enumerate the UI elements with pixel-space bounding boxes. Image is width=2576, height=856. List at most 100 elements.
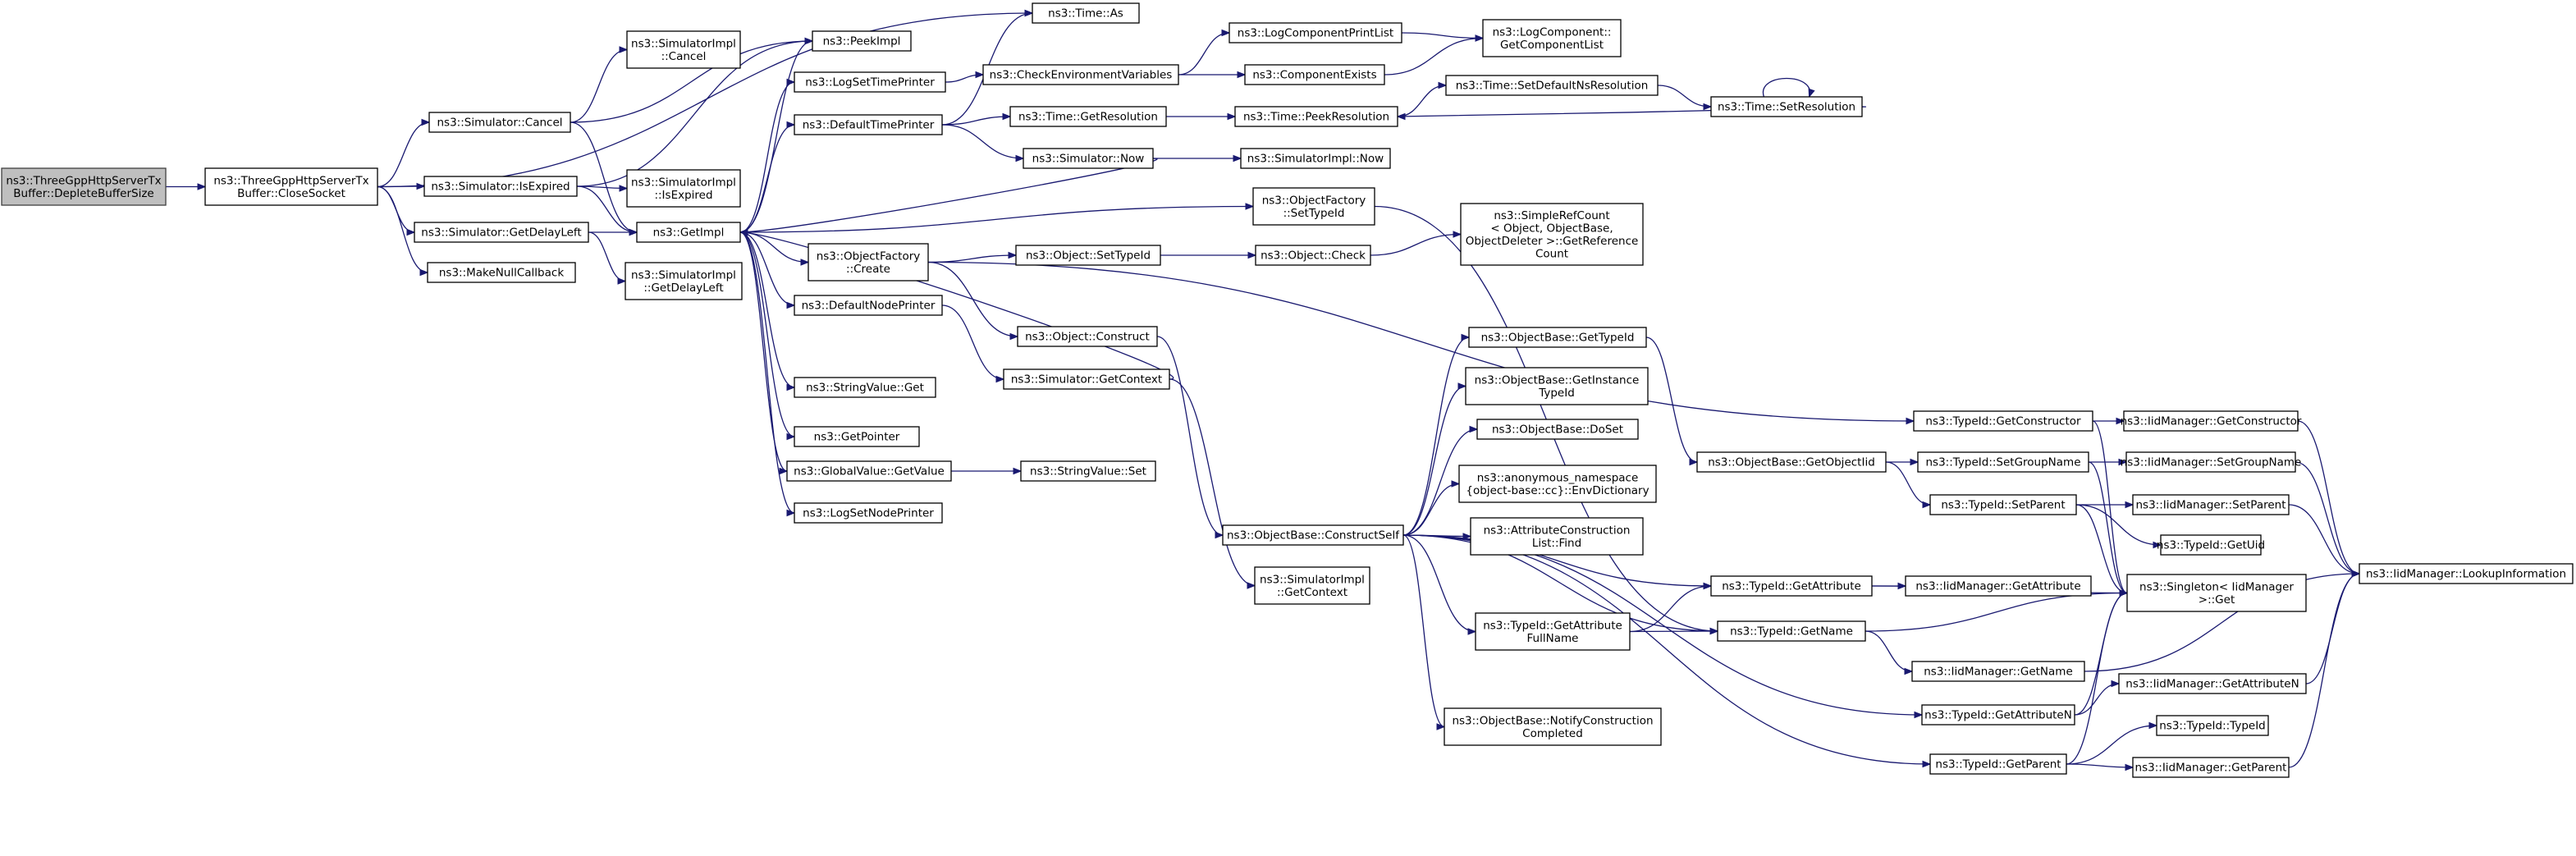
function-node[interactable]: ns3::TypeId::GetUid: [2157, 534, 2265, 556]
node-label: ns3::Simulator::Cancel: [437, 117, 562, 130]
function-node[interactable]: ns3::GlobalValue::GetValue: [786, 460, 952, 482]
function-node[interactable]: ns3::ObjectBase::DoSet: [1476, 419, 1639, 440]
function-node[interactable]: ns3::GetImpl: [636, 222, 741, 243]
function-node[interactable]: ns3::ObjectBase::ConstructSelf: [1222, 524, 1404, 546]
function-node[interactable]: ns3::ObjectBase::GetTypeId: [1468, 327, 1647, 348]
function-node[interactable]: ns3::TypeId::SetGroupName: [1917, 451, 2089, 473]
function-node[interactable]: ns3::Time::As: [1032, 2, 1140, 24]
function-node[interactable]: ns3::TypeId::GetConstructor: [1913, 410, 2093, 432]
function-node[interactable]: ns3::SimulatorImpl::GetDelayLeft: [625, 262, 743, 300]
function-node[interactable]: ns3::Object::SetTypeId: [1015, 245, 1161, 266]
function-node[interactable]: ns3::PeekImpl: [812, 30, 912, 52]
function-node[interactable]: ns3::LogComponentPrintList: [1229, 22, 1402, 43]
call-edge: [739, 231, 796, 309]
function-node[interactable]: ns3::ObjectFactory::SetTypeId: [1252, 187, 1375, 226]
function-node[interactable]: ns3::Singleton< IidManager>::Get: [2126, 574, 2307, 612]
function-node[interactable]: ns3::ThreeGppHttpServerTxBuffer::CloseSo…: [204, 167, 378, 206]
function-node[interactable]: ns3::IidManager::LookupInformation: [2359, 563, 2574, 584]
function-node[interactable]: ns3::IidManager::GetAttribute: [1905, 575, 2092, 597]
node-label: ns3::TypeId::GetAttributeN: [1924, 709, 2072, 722]
function-node[interactable]: ns3::ObjectFactory::Create: [808, 243, 929, 282]
function-node[interactable]: ns3::SimulatorImpl::GetContext: [1254, 566, 1370, 605]
function-node[interactable]: ns3::TypeId::SetParent: [1929, 494, 2077, 515]
function-node[interactable]: ns3::SimulatorImpl::Cancel: [626, 30, 741, 69]
node-label: ns3::GlobalValue::GetValue: [794, 465, 945, 478]
node-label: ns3::LogComponent::: [1493, 25, 1612, 39]
function-node[interactable]: ns3::TypeId::GetName: [1717, 620, 1866, 642]
function-node[interactable]: ns3::Time::SetResolution: [1710, 96, 1863, 117]
edge-arrowhead: [2125, 501, 2134, 509]
call-edge: [1401, 32, 1485, 42]
edge-arrowhead: [2125, 763, 2134, 771]
node-label: ::GetContext: [1277, 586, 1347, 599]
function-node[interactable]: ns3::Simulator::Now: [1023, 148, 1154, 169]
function-node[interactable]: ns3::IidManager::SetParent: [2132, 494, 2290, 515]
function-node[interactable]: ns3::SimulatorImpl::IsExpired: [626, 169, 741, 208]
node-box: [626, 169, 741, 208]
function-node[interactable]: ns3::ObjectBase::NotifyConstructionCompl…: [1444, 707, 1662, 746]
function-node[interactable]: ns3::SimpleRefCount< Object, ObjectBase,…: [1460, 203, 1644, 266]
node-box: [2132, 757, 2290, 778]
node-label: ns3::LogComponentPrintList: [1238, 27, 1393, 40]
call-edge: [2066, 589, 2129, 765]
function-node[interactable]: ns3::StringValue::Get: [794, 377, 936, 398]
call-edge: [2088, 458, 2128, 466]
node-label: ns3::ObjectBase::GetObjectIid: [1708, 456, 1875, 469]
node-label: ns3::ObjectBase::ConstructSelf: [1227, 529, 1400, 542]
function-node[interactable]: ns3::IidManager::GetAttributeN: [2118, 673, 2307, 694]
function-node[interactable]: ns3::CheckEnvironmentVariables: [982, 64, 1179, 85]
function-node[interactable]: ns3::SimulatorImpl::Now: [1240, 148, 1391, 169]
function-node[interactable]: ns3::LogSetTimePrinter: [794, 71, 946, 93]
edge-arrowhead: [2116, 417, 2125, 425]
node-label: ns3::Time::As: [1048, 7, 1123, 21]
node-box: [1009, 106, 1167, 127]
node-box: [1003, 368, 1170, 390]
edge-line: [2075, 504, 2162, 546]
edge-line: [2288, 504, 2360, 574]
function-node[interactable]: ns3::Time::PeekResolution: [1234, 106, 1398, 127]
function-node[interactable]: ns3::StringValue::Set: [1020, 460, 1156, 482]
function-node[interactable]: ns3::Simulator::GetContext: [1003, 368, 1170, 390]
function-node[interactable]: ns3::ObjectBase::GetObjectIid: [1696, 451, 1887, 473]
node-label: ns3::ObjectBase::DoSet: [1492, 423, 1623, 437]
function-node[interactable]: ns3::Simulator::IsExpired: [423, 176, 578, 197]
node-label: FullName: [1527, 632, 1579, 645]
function-node[interactable]: ns3::MakeNullCallback: [427, 262, 576, 283]
function-node[interactable]: ns3::GetPointer: [794, 426, 920, 447]
node-box: [1, 167, 167, 206]
edge-line: [739, 205, 1254, 233]
function-node[interactable]: ns3::DefaultTimePrinter: [794, 114, 943, 135]
function-node[interactable]: ns3::DefaultNodePrinter: [794, 295, 943, 316]
function-node[interactable]: ns3::TypeId::GetAttribute: [1710, 575, 1873, 597]
function-node[interactable]: ns3::Object::Construct: [1017, 326, 1158, 347]
function-node[interactable]: ns3::anonymous_namespace{object-base::cc…: [1458, 465, 1657, 503]
function-node[interactable]: ns3::IidManager::GetName: [1911, 661, 2085, 682]
function-node[interactable]: ns3::LogComponent::GetComponentList: [1482, 19, 1622, 57]
function-node[interactable]: ns3::IidManager::GetParent: [2132, 757, 2290, 778]
function-node[interactable]: ns3::TypeId::TypeId: [2156, 715, 2269, 736]
root-function-node[interactable]: ns3::ThreeGppHttpServerTxBuffer::Deplete…: [1, 167, 167, 206]
edge-line: [1402, 385, 1466, 536]
function-node[interactable]: ns3::Simulator::GetDelayLeft: [414, 222, 589, 243]
call-edge: [2066, 721, 2158, 765]
function-node[interactable]: ns3::ComponentExists: [1244, 64, 1385, 85]
function-node[interactable]: ns3::IidManager::GetConstructor: [2121, 410, 2302, 432]
call-edge: [1370, 231, 1462, 256]
node-label: ns3::ObjectBase::GetTypeId: [1481, 332, 1635, 345]
function-node[interactable]: ns3::Object::Check: [1255, 245, 1371, 266]
function-node[interactable]: ns3::Time::GetResolution: [1009, 106, 1167, 127]
function-node[interactable]: ns3::TypeId::GetParent: [1929, 753, 2067, 775]
function-node[interactable]: ns3::Time::SetDefaultNsResolution: [1445, 75, 1659, 96]
edge-arrowhead: [1808, 88, 1815, 98]
edge-line: [1762, 77, 1811, 98]
function-node[interactable]: ns3::Simulator::Cancel: [428, 112, 571, 133]
function-node[interactable]: ns3::IidManager::SetGroupName: [2121, 451, 2302, 473]
function-node[interactable]: ns3::LogSetNodePrinter: [794, 502, 943, 524]
edge-arrowhead: [1215, 531, 1224, 539]
node-box: [1911, 661, 2085, 682]
function-node[interactable]: ns3::TypeId::GetAttributeN: [1921, 704, 2075, 726]
node-box: [1234, 106, 1398, 127]
